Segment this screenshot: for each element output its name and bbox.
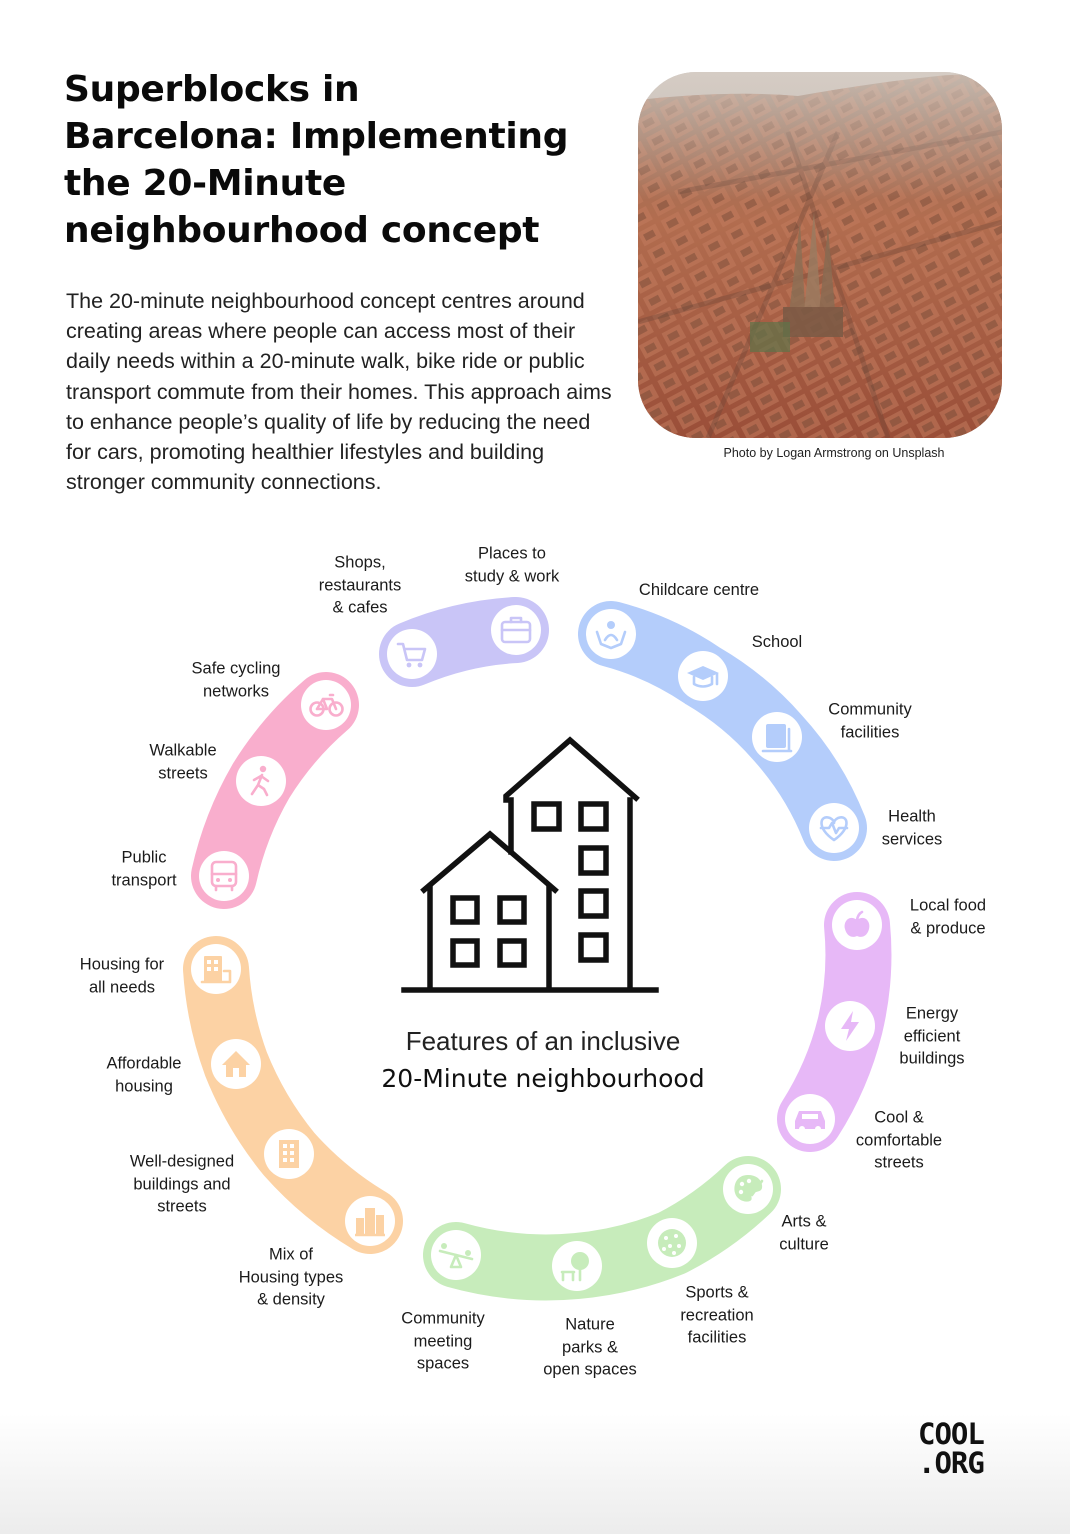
photo-credit: Photo by Logan Armstrong on Unsplash <box>723 446 945 460</box>
feature-label: Community meeting spaces <box>401 1309 485 1373</box>
diagram-caption-line1: Features of an inclusive <box>405 1026 681 1056</box>
feature-label: Housing for all needs <box>79 955 165 997</box>
feature-label: Shops, restaurants & cafes <box>318 553 402 617</box>
feature-label: Mix of Housing types & density <box>238 1245 344 1309</box>
logo-line1: COOL <box>918 1417 985 1451</box>
feature-label: Well-designed buildings and streets <box>129 1152 235 1216</box>
feature-label: Safe cycling networks <box>191 659 281 701</box>
feature-label: Affordable housing <box>106 1054 182 1096</box>
feature-label: Walkable streets <box>149 741 217 783</box>
childcare-hands-icon <box>586 609 636 659</box>
briefcase-icon <box>491 605 541 655</box>
cool-org-logo: COOL .ORG <box>918 1420 1008 1478</box>
feature-label: Arts & culture <box>779 1212 829 1254</box>
feature-label: Places to study & work <box>464 544 560 586</box>
seesaw-icon <box>431 1230 481 1280</box>
city-buildings-icon <box>345 1196 395 1246</box>
page-title: Superblocks in Barcelona: Implementing t… <box>64 69 569 251</box>
feature-label: Health services <box>881 807 943 849</box>
central-building-icon <box>401 736 659 993</box>
feature-label: Public transport <box>111 848 177 890</box>
apple-icon <box>832 900 882 950</box>
tree-bench-icon <box>552 1241 602 1291</box>
intro-paragraph: The 20-minute neighbourhood concept cent… <box>66 289 612 495</box>
ball-icon <box>647 1218 697 1268</box>
feature-label: Sports & recreation facilities <box>680 1283 754 1347</box>
feature-label: Community facilities <box>828 700 912 742</box>
car-icon <box>785 1094 835 1144</box>
heart-pulse-icon <box>809 803 859 853</box>
bicycle-icon <box>301 680 351 730</box>
feature-label: Local food & produce <box>909 896 987 938</box>
ring-segment-blue <box>578 601 867 861</box>
house-icon <box>211 1039 261 1089</box>
feature-label: Nature parks & open spaces <box>543 1315 637 1379</box>
diagram-caption-line2: 20-Minute neighbourhood <box>381 1064 705 1093</box>
ring-segment-orange <box>183 936 403 1254</box>
community-building-icon <box>752 712 802 762</box>
logo-line2: .ORG <box>918 1446 985 1480</box>
lightning-icon <box>825 1001 875 1051</box>
shopping-cart-icon <box>387 629 437 679</box>
barcelona-aerial-photo <box>638 72 1002 438</box>
feature-label: Childcare centre <box>638 580 760 599</box>
ring-segment-green <box>423 1156 781 1301</box>
page-background-fade <box>0 1414 1070 1534</box>
palette-icon <box>723 1164 773 1214</box>
feature-label: Energy efficient buildings <box>899 1004 965 1068</box>
feature-label: School <box>751 632 803 651</box>
accessible-building-icon <box>191 944 241 994</box>
apartment-icon <box>264 1129 314 1179</box>
feature-label: Cool & comfortable streets <box>855 1108 943 1172</box>
bus-icon <box>199 851 249 901</box>
graduation-cap-icon <box>678 651 728 701</box>
pedestrian-icon <box>236 756 286 806</box>
